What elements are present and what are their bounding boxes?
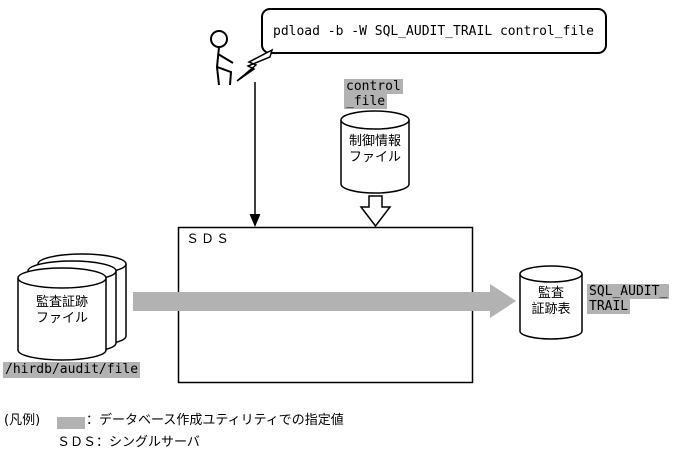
audit-table-cylinder-line1: 監査 xyxy=(537,286,564,301)
audit-file-path-label: /hirdb/audit/file xyxy=(3,362,141,378)
command-flow-arrowhead-icon xyxy=(249,214,261,227)
audit-table-cylinder-line2: 証跡表 xyxy=(531,302,571,317)
sds-box-label: ＳＤＳ xyxy=(186,232,232,247)
command-bubble: pdload -b -W SQL_AUDIT_TRAIL control_fil… xyxy=(261,8,607,54)
audit-file-cylinder-line1: 監査証跡 xyxy=(35,295,88,310)
control-file-param-line2: _file xyxy=(344,94,388,109)
audit-table-cylinder-label: 監査 証跡表 xyxy=(520,286,582,318)
audit-file-path-text: /hirdb/audit/file xyxy=(3,362,141,378)
legend-swatch xyxy=(57,417,85,429)
control-file-param-line1: control xyxy=(344,79,403,94)
audit-file-cylinder-line2: ファイル xyxy=(35,311,88,326)
audit-table-name-label: SQL_AUDIT_ TRAIL xyxy=(587,284,670,314)
audit-file-cylinders-icon xyxy=(17,253,127,361)
audit-table-cylinder-icon xyxy=(519,265,583,340)
audit-table-name-line2: TRAIL xyxy=(587,299,631,314)
control-file-param-label: control _file xyxy=(344,79,403,109)
data-flow-arrow-icon xyxy=(133,284,516,318)
speech-bubble-tail-icon xyxy=(236,48,274,82)
legend-swatch-description: ：データベース作成ユティリティでの指定値 xyxy=(86,413,344,428)
audit-table-name-line1: SQL_AUDIT_ xyxy=(587,284,670,299)
control-file-cylinder-line2: ファイル xyxy=(348,150,401,165)
audit-file-cylinder-label: 監査証跡 ファイル xyxy=(18,295,106,327)
control-file-input-arrow-icon xyxy=(359,195,392,228)
legend-sds-description: ＳＤＳ：シングルサーバ xyxy=(57,435,200,450)
legend-prefix: (凡例) xyxy=(4,413,41,428)
control-file-cylinder-label: 制御情報 ファイル xyxy=(341,134,409,166)
command-text: pdload -b -W SQL_AUDIT_TRAIL control_fil… xyxy=(273,23,594,39)
control-file-cylinder-icon xyxy=(340,110,410,194)
control-file-cylinder-line1: 制御情報 xyxy=(348,134,401,149)
person-icon xyxy=(210,30,234,86)
